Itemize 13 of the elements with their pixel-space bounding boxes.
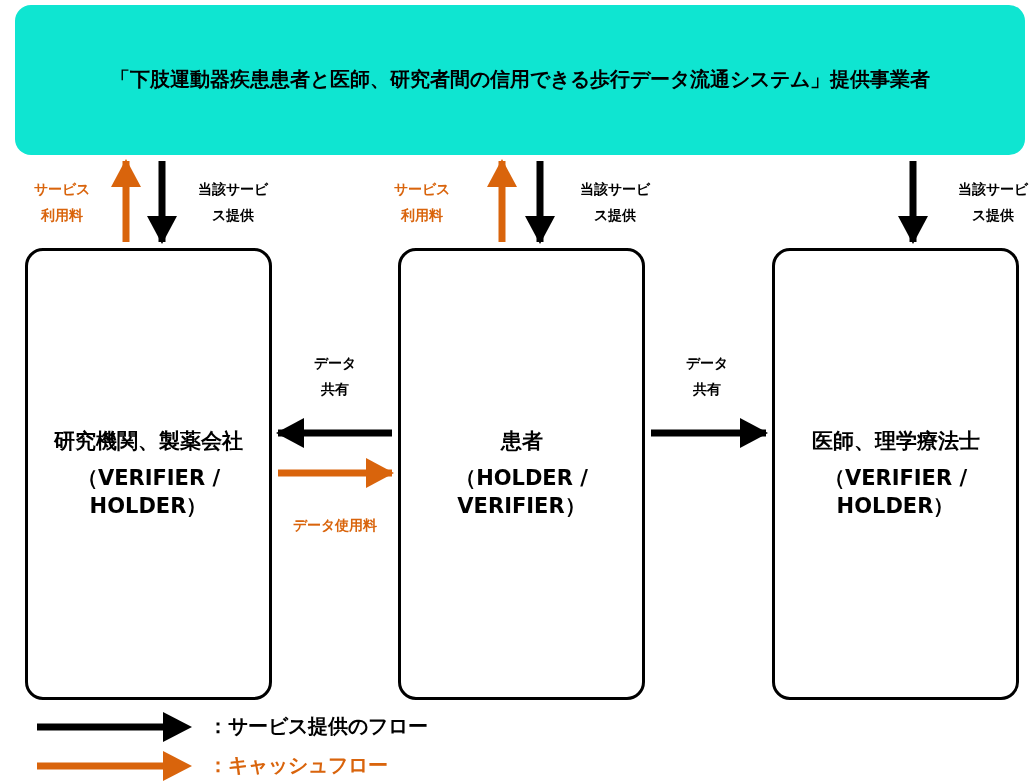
role-name: 患者 <box>500 427 543 455</box>
role-name: 医師、理学療法士 <box>811 427 980 455</box>
stakeholder-box <box>25 248 272 700</box>
stakeholder-box <box>772 248 1019 700</box>
role-name: 研究機関、製薬会社 <box>54 427 243 455</box>
role-type: （HOLDER / VERIFIER） <box>454 464 589 521</box>
banner-title: 「下肢運動器疾患患者と医師、研究者間の信用できる歩行データ流通システム」提供事業者 <box>110 67 930 94</box>
role-type: （VERIFIER / HOLDER） <box>75 464 222 521</box>
legend-text: ：サービス提供のフロー <box>208 716 428 736</box>
legend-text: ：キャッシュフロー <box>208 755 388 775</box>
provider-banner <box>15 5 1025 155</box>
stakeholder-box <box>398 248 645 700</box>
role-type: （VERIFIER / HOLDER） <box>822 464 969 521</box>
